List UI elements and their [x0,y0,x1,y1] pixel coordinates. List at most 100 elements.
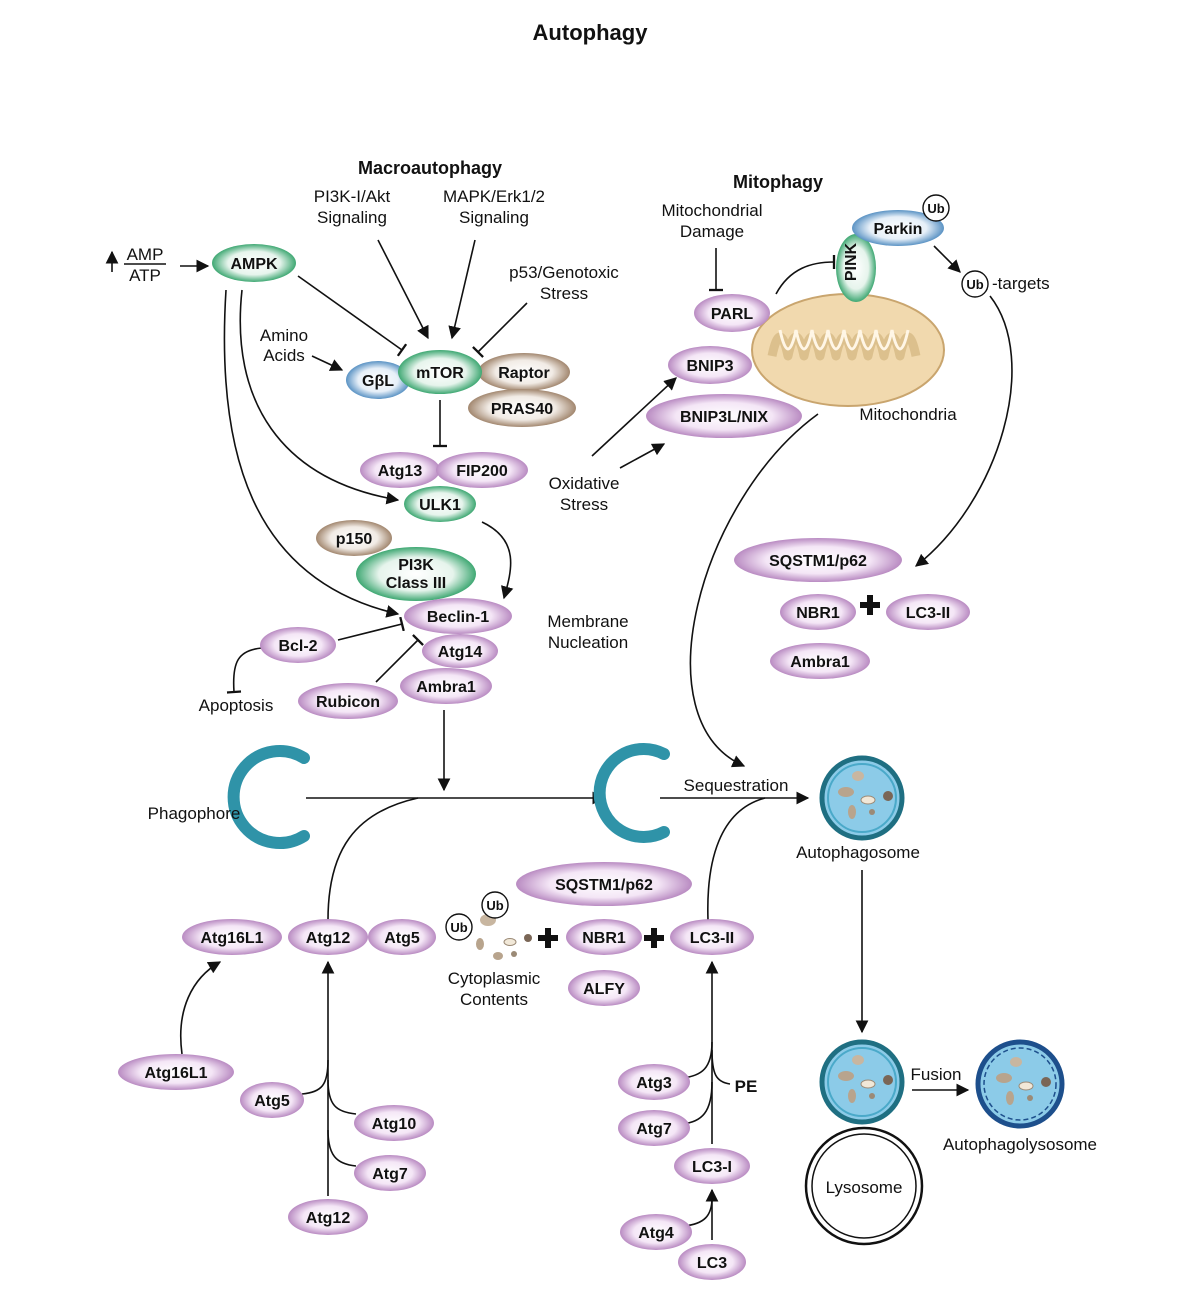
node-atg13[interactable]: Atg13 [360,452,440,488]
node-lc3ii-mitophagy[interactable]: LC3-II [886,594,970,630]
node-atg12[interactable]: Atg12 [288,919,368,955]
node-lc3ii-label: LC3-II [906,605,950,622]
node-raptor-label: Raptor [498,365,550,382]
node-lc3[interactable]: LC3 [678,1244,746,1280]
pe-label: PE [735,1077,758,1096]
node-pink-label: PINK [843,242,860,281]
mitochondria-label: Mitochondria [859,405,957,424]
fusion-label: Fusion [910,1065,961,1084]
node-atg16l1-precursor-label: Atg16L1 [144,1065,207,1082]
node-parkin[interactable]: Parkin [852,210,944,246]
node-atg14-label: Atg14 [438,644,483,661]
node-fip200[interactable]: FIP200 [436,452,528,488]
pi3k-akt-label: PI3K-I/Akt [314,187,391,206]
fusion-vesicle [819,1039,905,1125]
node-atg7-atg12[interactable]: Atg7 [354,1155,426,1191]
node-gbl-label: GβL [362,373,394,390]
page-title: Autophagy [533,20,649,45]
edges [105,239,1013,1240]
autophagolysosome-label: Autophagolysosome [943,1135,1097,1154]
amp-label: AMP [127,245,164,264]
apoptosis-label: Apoptosis [199,696,274,715]
node-atg10[interactable]: Atg10 [354,1105,434,1141]
node-nbr1-mitophagy[interactable]: NBR1 [780,594,856,630]
node-atg12-precursor[interactable]: Atg12 [288,1199,368,1235]
node-ambra1[interactable]: Ambra1 [400,668,492,704]
node-atg7-lc3[interactable]: Atg7 [618,1110,690,1146]
node-atg3[interactable]: Atg3 [618,1064,690,1100]
ub-tag-cyto-1: Ub [481,891,509,919]
node-p150[interactable]: p150 [316,520,392,556]
node-lc3ii[interactable]: LC3-II [670,919,754,955]
node-ambra1-mitophagy-label: Ambra1 [790,654,850,671]
node-lc3i[interactable]: LC3-I [674,1148,750,1184]
membrane-nucleation-label: Membrane [547,612,628,631]
node-parkin-label: Parkin [874,221,923,238]
sequestration-label: Sequestration [684,776,789,795]
cytoplasmic-debris [476,914,532,960]
node-gbl[interactable]: GβL [346,361,410,399]
node-ambra1-mitophagy[interactable]: Ambra1 [770,643,870,679]
mitochondrion [751,293,945,407]
node-atg7-atg12-label: Atg7 [372,1166,408,1183]
node-bnip3l-label: BNIP3L/NIX [680,409,768,426]
amino-acids-label: Amino [260,326,308,345]
plus-icon [860,595,880,615]
node-atg4-label: Atg4 [638,1225,674,1242]
p53-label-2: Stress [540,284,588,303]
lysosome-shape [804,1126,924,1246]
node-atg7-lc3-label: Atg7 [636,1121,672,1138]
phagophore-label: Phagophore [148,804,241,823]
cytoplasmic-contents-label-2: Contents [460,990,528,1009]
node-bcl2[interactable]: Bcl-2 [260,627,336,663]
node-atg16l1-precursor[interactable]: Atg16L1 [118,1054,234,1090]
node-pink[interactable]: PINK [836,234,876,302]
node-atg5-precursor-label: Atg5 [254,1093,290,1110]
node-pras40[interactable]: PRAS40 [468,389,576,427]
node-ulk1-label: ULK1 [419,497,461,514]
node-rubicon[interactable]: Rubicon [298,683,398,719]
node-parl[interactable]: PARL [694,294,770,332]
node-ampk-label: AMPK [230,256,278,273]
node-nbr1-cytoplasm[interactable]: NBR1 [566,919,642,955]
ub-tag-cyto-2: Ub [445,913,473,941]
node-mtor-label: mTOR [416,365,464,382]
node-bnip3l-nix[interactable]: BNIP3L/NIX [646,394,802,438]
node-atg13-label: Atg13 [378,463,423,480]
node-atg14[interactable]: Atg14 [422,634,498,668]
node-atg16l1[interactable]: Atg16L1 [182,919,282,955]
node-pi3k-label-2: Class III [386,575,446,592]
node-sqstm1-mitophagy[interactable]: SQSTM1/p62 [734,538,902,582]
node-ulk1[interactable]: ULK1 [404,486,476,522]
node-bnip3[interactable]: BNIP3 [668,346,752,384]
ub-tag-parkin: Ub [922,194,950,222]
plus-icon [538,928,558,948]
node-ambra1-label: Ambra1 [416,679,476,696]
node-alfy[interactable]: ALFY [568,970,640,1006]
node-sqstm1-label: SQSTM1/p62 [769,553,867,570]
node-atg5-precursor[interactable]: Atg5 [240,1082,304,1118]
node-atg10-label: Atg10 [372,1116,417,1133]
node-atg12-precursor-label: Atg12 [306,1210,351,1227]
node-ampk[interactable]: AMPK [212,244,296,282]
membrane-nucleation-label-2: Nucleation [548,633,628,652]
node-raptor[interactable]: Raptor [478,353,570,391]
autophagolysosome-vesicle [975,1039,1065,1129]
plus-icon [644,928,664,948]
nodes: AMPK GβL Raptor PRAS40 mTOR Atg13 FIP200… [118,210,970,1280]
node-atg5[interactable]: Atg5 [368,919,436,955]
node-atg4[interactable]: Atg4 [620,1214,692,1250]
mito-damage-label: Mitochondrial [661,201,762,220]
node-beclin1[interactable]: Beclin-1 [404,598,512,634]
node-bcl2-label: Bcl-2 [278,638,317,655]
node-atg5-label: Atg5 [384,930,420,947]
ub-tag-targets: Ub [961,270,989,298]
svg-text:Ub: Ub [486,898,503,913]
node-mtor[interactable]: mTOR [398,350,482,394]
svg-text:Ub: Ub [966,277,983,292]
node-rubicon-label: Rubicon [316,694,380,711]
lysosome-label: Lysosome [826,1178,903,1197]
svg-text:Ub: Ub [927,201,944,216]
node-sqstm1-cytoplasm[interactable]: SQSTM1/p62 [516,862,692,906]
